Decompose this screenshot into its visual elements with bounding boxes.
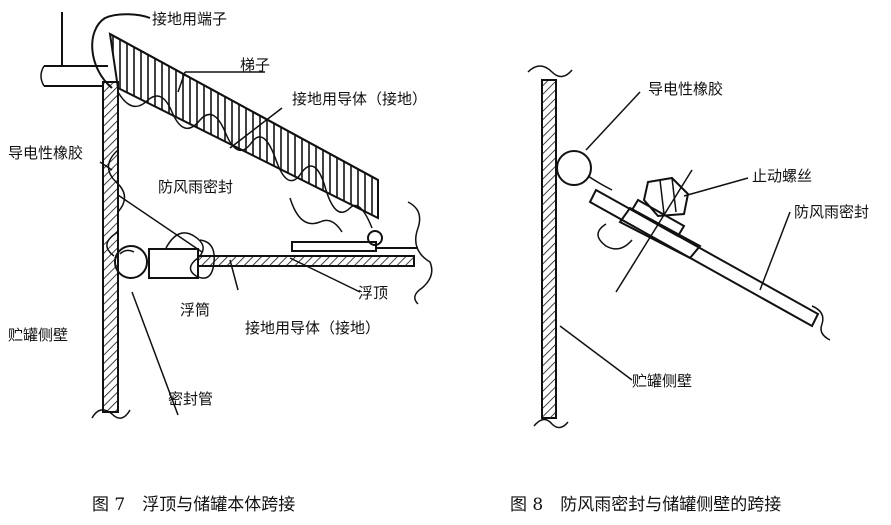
fig8-label-conductive-rubber: 导电性橡胶 — [648, 80, 723, 98]
figure-7: 接地用端子 梯子 接地用导体（接地） 导电性橡胶 防风雨密封 浮顶 浮筒 接地用… — [8, 10, 433, 515]
fig8-conductive-rubber — [556, 150, 633, 250]
fig7-ground-conductor-wave — [117, 91, 373, 233]
fig7-leaders — [99, 71, 361, 416]
fig7-label-conductive-rubber: 导电性橡胶 — [8, 144, 83, 162]
fig7-label-grounding-terminal: 接地用端子 — [152, 10, 227, 28]
fig7-grounding-terminal-wire — [91, 13, 151, 89]
figure-8: 导电性橡胶 止动螺丝 防风雨密封 贮罐侧壁 图 8 防风雨密封与储罐侧壁的跨接 — [510, 65, 869, 515]
fig7-float-drum — [148, 248, 199, 279]
fig8-seal-plate — [588, 188, 831, 341]
fig8-tank-wall — [527, 65, 573, 429]
fig7-label-ground-conductor-bottom: 接地用导体（接地） — [245, 319, 380, 337]
fig7-label-seal-tube: 密封管 — [168, 390, 213, 408]
fig8-clamp — [618, 198, 702, 260]
fig7-rim-pipe — [40, 12, 108, 87]
fig7-rain-seal-line — [117, 194, 203, 253]
fig7-seal-tube-highlight — [119, 249, 135, 255]
fig7-break-line — [407, 201, 433, 305]
fig8-caption: 图 8 防风雨密封与储罐侧壁的跨接 — [510, 495, 781, 515]
fig7-ladder — [108, 32, 379, 220]
fig8-cut-line — [615, 169, 693, 293]
fig8-label-stop-screw: 止动螺丝 — [752, 167, 812, 185]
fig7-seal-tube — [114, 245, 148, 279]
fig7-tank-wall — [91, 81, 131, 419]
fig7-label-float-drum: 浮筒 — [180, 301, 210, 319]
fig7-conductive-rubber — [106, 149, 126, 257]
fig7-label-floating-roof: 浮顶 — [358, 284, 388, 302]
fig8-label-tank-wall: 贮罐侧壁 — [632, 372, 692, 390]
fig8-label-rain-seal: 防风雨密封 — [794, 203, 869, 221]
fig7-caption: 图 7 浮顶与储罐本体跨接 — [92, 495, 295, 515]
fig7-label-rain-seal: 防风雨密封 — [158, 178, 233, 196]
fig7-label-ground-conductor-top: 接地用导体（接地） — [292, 90, 427, 108]
fig8-stop-screw — [642, 176, 690, 218]
fig7-label-tank-wall: 贮罐侧壁 — [8, 326, 68, 344]
fig7-label-ladder: 梯子 — [240, 56, 270, 74]
fig8-leaders — [559, 91, 791, 381]
